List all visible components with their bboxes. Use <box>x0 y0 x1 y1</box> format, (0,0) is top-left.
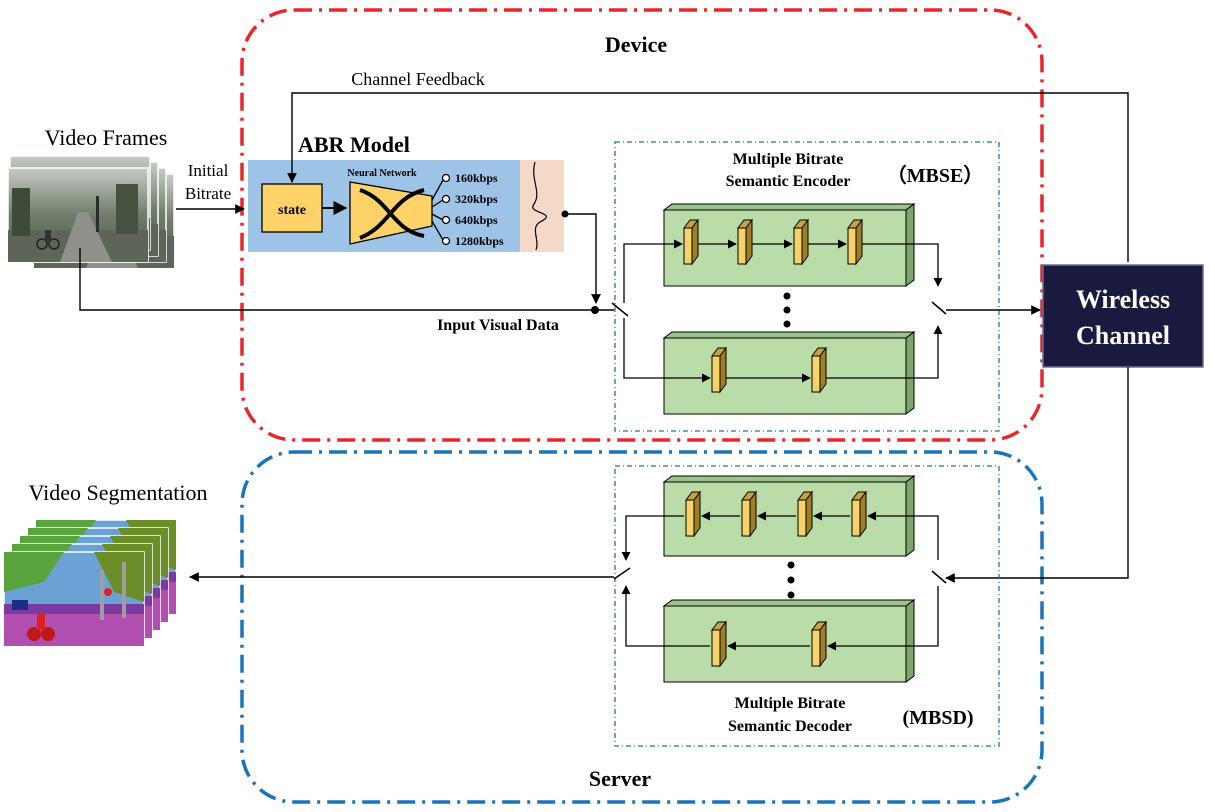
mbse-box <box>614 141 1000 432</box>
bitrate-640: 640kbps <box>455 213 498 227</box>
bitrate-320: 320kbps <box>455 192 498 206</box>
mbsd-abbr: (MBSD) <box>902 707 973 729</box>
mbsd-title-line2: Semantic Decoder <box>728 718 852 735</box>
input-visual-data-label: Input Visual Data <box>437 317 559 334</box>
decoder-input-switch <box>931 570 947 584</box>
encoder-layer-bottom <box>662 331 916 415</box>
encoder-dots <box>783 292 791 328</box>
input-visual-data-line <box>79 248 595 311</box>
probability-panel <box>520 160 564 252</box>
server-region <box>240 450 1044 804</box>
encoder-bottom-arrows <box>623 318 943 383</box>
video-segmentation-image <box>3 519 177 647</box>
video-frames-image <box>7 155 175 269</box>
device-region <box>240 8 1044 442</box>
bitrate-160: 160kbps <box>455 171 498 185</box>
video-frames-label: Video Frames <box>45 125 168 150</box>
video-segmentation-label: Video Segmentation <box>29 480 208 505</box>
wireless-line2: Channel <box>1076 321 1170 350</box>
bitrate-1280: 1280kbps <box>455 234 504 248</box>
decoder-output-switch <box>613 567 631 580</box>
wireless-to-decoder-line <box>945 367 1129 583</box>
state-label: state <box>278 203 306 218</box>
decoder-dots <box>787 561 795 599</box>
decoder-bottom-arrows <box>621 585 939 651</box>
bitrate-outputs <box>431 173 451 246</box>
channel-feedback-line <box>287 92 1129 262</box>
probability-curve <box>532 161 547 251</box>
decoder-layer-bottom <box>662 599 916 683</box>
encoder-layer-top <box>662 203 916 287</box>
mbsd-title-line1: Multiple Bitrate <box>735 695 846 712</box>
initial-label-line2: Bitrate <box>185 184 231 203</box>
abr-title: ABR Model <box>298 132 410 157</box>
mbse-abbr: （MBSE） <box>887 164 984 187</box>
mbsd-box <box>614 465 1000 747</box>
crossing-icon <box>359 188 425 240</box>
encoder-input-switch <box>611 302 629 317</box>
wireless-line1: Wireless <box>1076 285 1170 314</box>
mbse-title-line1: Multiple Bitrate <box>733 151 844 168</box>
server-title: Server <box>589 766 652 791</box>
initial-label-line1: Initial <box>188 161 229 180</box>
wireless-channel-box <box>1042 264 1204 368</box>
decoder-top-arrows <box>621 511 939 561</box>
state-box <box>261 183 323 233</box>
neural-network-label: Neural Network <box>347 168 417 179</box>
channel-feedback-label: Channel Feedback <box>351 69 484 89</box>
device-title: Device <box>605 32 668 57</box>
encoder-top-arrows <box>623 239 943 303</box>
abr-output-line <box>565 213 601 304</box>
encoder-output-switch <box>931 301 947 315</box>
mbse-title-line2: Semantic Encoder <box>726 173 851 190</box>
